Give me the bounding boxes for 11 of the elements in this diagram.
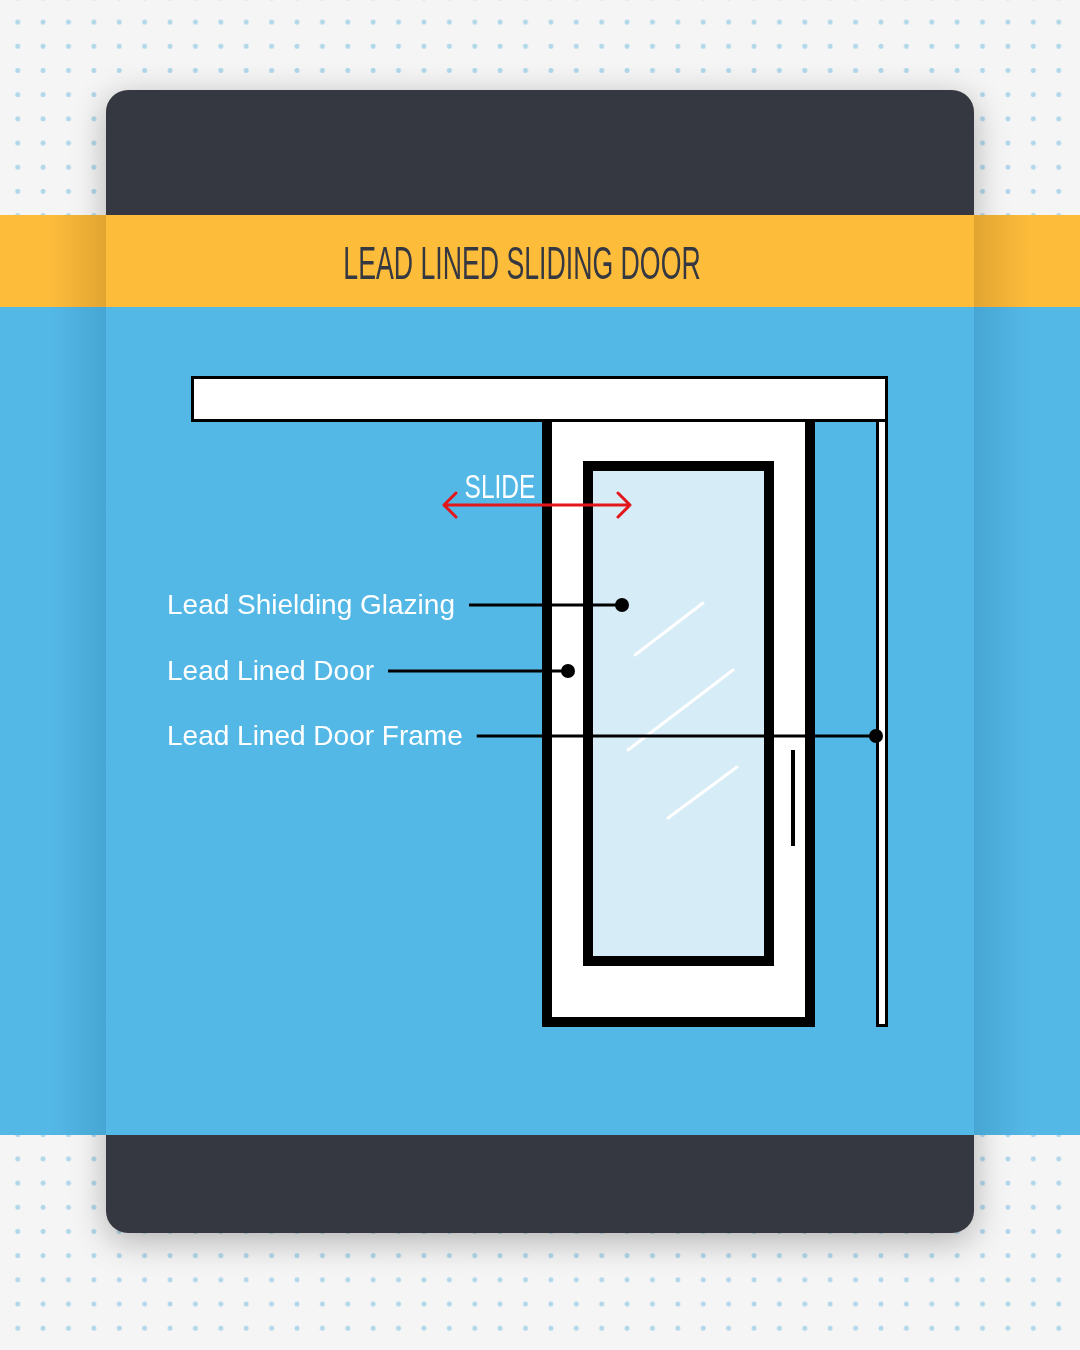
callout-label: Lead Lined Door Frame [167,719,463,753]
title: LEAD LINED SLIDING DOOR [343,240,701,286]
door-panel [542,420,815,1027]
leader-line [388,664,575,678]
leader-line [476,729,883,743]
glass-pane [583,461,774,966]
direction-label: SLIDE [464,469,536,503]
callout-label: Lead Lined Door [167,654,375,688]
frame-post [876,420,888,1027]
callout-label: Lead Shielding Glazing [167,588,455,622]
leader-line [469,598,629,612]
